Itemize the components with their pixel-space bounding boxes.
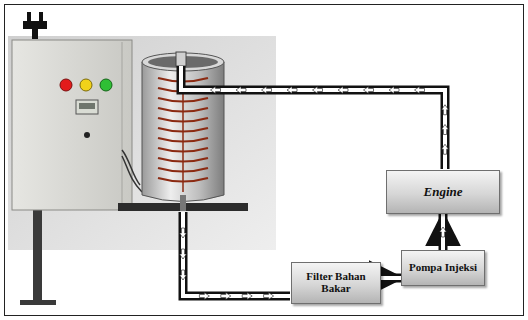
flow-arrow — [180, 270, 187, 280]
stand-pole — [33, 208, 42, 303]
flow-arrow — [389, 87, 399, 94]
process-box: Pompa Injeksi — [401, 250, 485, 286]
flow-arrow — [221, 293, 231, 300]
flow-arrow — [264, 293, 274, 300]
box-label: Pompa Injeksi — [409, 262, 477, 274]
flow-arrow — [211, 87, 221, 94]
return-pipe-inner — [181, 66, 445, 169]
flow-arrow — [440, 227, 447, 237]
flow-arrow — [180, 228, 187, 238]
control-panel — [12, 40, 142, 210]
flow-arrow — [415, 87, 425, 94]
flow-arrow — [262, 87, 272, 94]
flow-arrow — [199, 293, 209, 300]
supply-pipe-inner — [183, 212, 290, 296]
flow-arrow — [442, 105, 449, 115]
flow-arrow — [364, 87, 374, 94]
flow-arrow — [313, 87, 323, 94]
box-label: Engine — [423, 185, 462, 199]
fuel-pipe — [440, 214, 447, 250]
stand-foot — [20, 300, 56, 305]
flow-arrow — [442, 144, 449, 154]
flow-arrow — [236, 87, 246, 94]
process-box: Filter Bahan Bakar — [291, 262, 381, 304]
fuel-pipe-outer — [381, 274, 401, 283]
photo-ground — [8, 36, 276, 250]
flow-arrow — [180, 249, 187, 259]
flow-arrow — [287, 87, 297, 94]
process-box: Engine — [386, 170, 500, 214]
flow-arrow — [242, 293, 252, 300]
return-pipe-outer — [181, 66, 445, 169]
supply-pipe-outer — [183, 212, 290, 296]
fuel-pipe-inner — [381, 276, 401, 280]
flow-arrow — [442, 125, 449, 135]
fuel-pipe-outer — [439, 214, 448, 250]
plug-icon — [23, 12, 47, 39]
flow-arrow — [338, 87, 348, 94]
fuel-pipe — [381, 278, 401, 279]
frame — [5, 5, 524, 316]
box-label: Filter Bahan Bakar — [292, 271, 380, 294]
